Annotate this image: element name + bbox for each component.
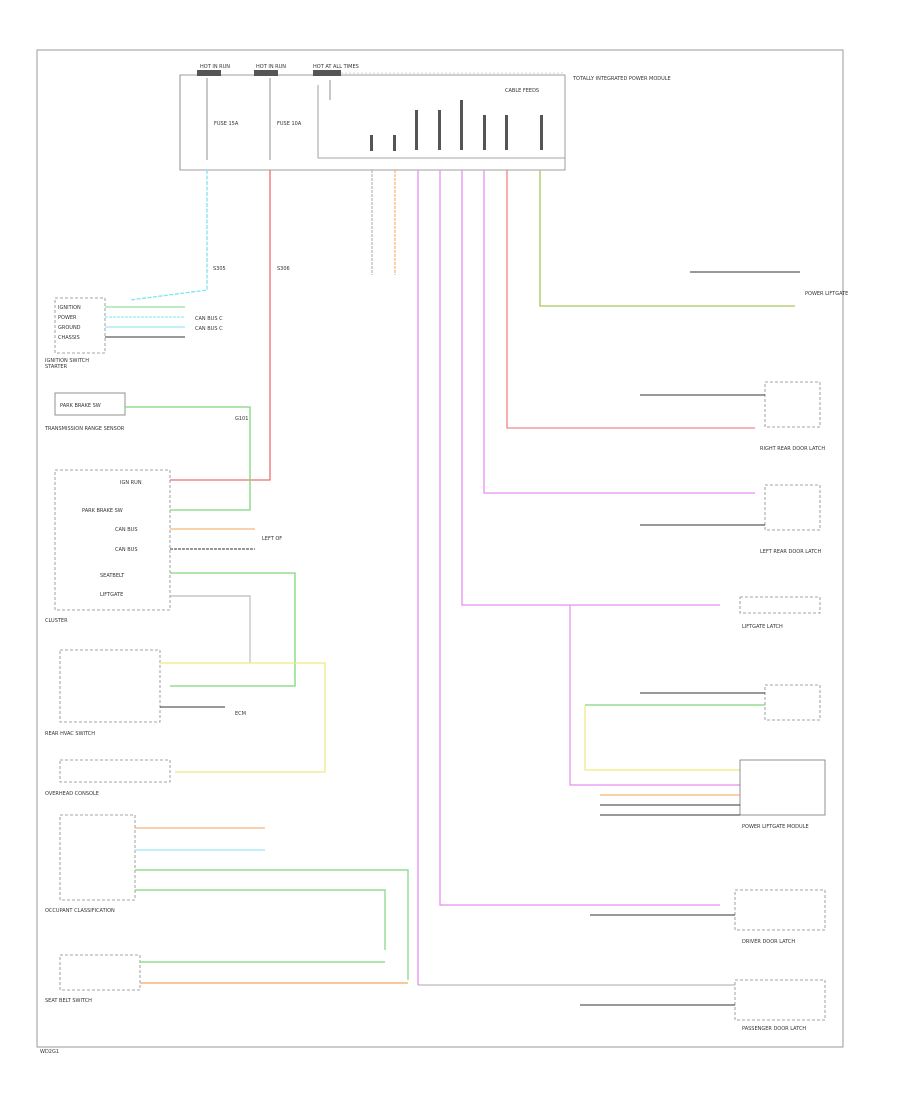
liftgate-module-wires xyxy=(600,794,740,816)
passenger-door-latch-box xyxy=(734,979,826,1021)
ignition-switch-sub: STARTER xyxy=(45,364,68,370)
seatbelt-wires xyxy=(140,961,408,984)
ign-pin-3: GROUND xyxy=(58,325,81,331)
can-conn-1: CAN BUS C xyxy=(195,316,223,322)
overhead-console-label: OVERHEAD CONSOLE xyxy=(45,791,99,797)
cluster-pin-6: LIFTGATE xyxy=(100,592,123,598)
wire-olive xyxy=(539,170,795,307)
cluster-pin-1: IGN RUN xyxy=(120,480,142,486)
wire-cyan-ign xyxy=(129,170,208,301)
cable-feed-label: CABLE FEEDS xyxy=(505,88,539,94)
cluster-pin-5: SEATBELT xyxy=(100,573,125,579)
fuse-a-label: HOT IN RUN xyxy=(200,64,230,70)
tipm-label: TOTALLY INTEGRATED POWER MODULE xyxy=(572,76,671,82)
left-rear-latch-label: LEFT REAR DOOR LATCH xyxy=(760,549,821,555)
park-brake-switch-box xyxy=(54,392,126,416)
fuse-c-label: HOT AT ALL TIMES xyxy=(313,64,359,70)
occupant-module-box xyxy=(59,814,136,901)
driver-door-latch-box xyxy=(734,889,826,931)
power-liftgate-box xyxy=(764,684,821,721)
liftgate-latch-label: LIFTGATE LATCH xyxy=(742,624,783,630)
left-rear-latch-box xyxy=(764,484,821,531)
tipm-pin-labels xyxy=(370,100,543,151)
ign-pin-1: IGNITION xyxy=(58,305,81,311)
fuse-b-label: HOT IN RUN xyxy=(256,64,286,70)
seatbelt-switch-label: SEAT BELT SWITCH xyxy=(45,998,92,1004)
driver-door-latch-label: DRIVER DOOR LATCH xyxy=(742,939,795,945)
cluster-box xyxy=(54,469,171,611)
fuse-2-label: FUSE 10A xyxy=(277,121,302,127)
diagram-frame xyxy=(36,49,844,1048)
rear-hvac-ground: ECM xyxy=(235,711,246,717)
power-liftgate-label: POWER LIFTGATE xyxy=(805,291,848,297)
ignition-switch-label: IGNITION SWITCH xyxy=(45,358,89,364)
passenger-door-latch-label: PASSENGER DOOR LATCH xyxy=(742,1026,806,1032)
power-liftgate-module-label: POWER LIFTGATE MODULE xyxy=(742,824,809,830)
cluster-pin-2: PARK BRAKE SW xyxy=(82,508,123,514)
splice-1: S305 xyxy=(213,266,226,272)
right-rear-latch-label: RIGHT REAR DOOR LATCH xyxy=(760,446,825,452)
park-brake-switch-label: PARK BRAKE SW xyxy=(60,403,101,409)
cluster-wires xyxy=(170,528,296,687)
occupant-module-label: OCCUPANT CLASSIFICATION xyxy=(45,908,115,914)
rear-hvac-label: REAR HVAC SWITCH xyxy=(45,731,95,737)
cluster-pin-3: CAN BUS xyxy=(115,527,138,533)
ignition-switch-wires xyxy=(105,306,185,338)
wire-red-rear xyxy=(506,170,755,429)
cluster-label: CLUSTER xyxy=(45,618,68,624)
right-rear-latch-box xyxy=(764,381,821,428)
wire-pink-liftgate xyxy=(569,605,740,786)
occupant-wires xyxy=(135,827,409,980)
ign-pin-2: POWER xyxy=(58,315,77,321)
wire-red-ign xyxy=(170,170,271,481)
cluster-pin-4: CAN BUS xyxy=(115,547,138,553)
power-liftgate-module-box xyxy=(739,759,826,816)
rear-hvac-box xyxy=(59,649,161,723)
liftgate-latch-box xyxy=(739,596,821,614)
cluster-conn-label: LEFT OF xyxy=(262,536,282,542)
fuse-1-label: FUSE 15A xyxy=(214,121,239,127)
can-conn-2: CAN BUS C xyxy=(195,326,223,332)
wire-pink-4 xyxy=(483,170,755,494)
splice-2: S306 xyxy=(277,266,290,272)
wire-pink-3 xyxy=(461,170,720,606)
park-brake-desc: TRANSMISSION RANGE SENSOR xyxy=(44,426,125,432)
pb-splice-label: G101 xyxy=(235,416,248,422)
overhead-console-box xyxy=(59,759,171,783)
ignition-switch-box xyxy=(54,297,106,354)
wire-yellow-liftgate xyxy=(584,705,740,771)
ign-pin-4: CHASSIS xyxy=(58,335,80,341)
wire-yellow-rear xyxy=(160,662,326,773)
diagram-footer: WD2G1 xyxy=(40,1049,59,1055)
wire-green-pb xyxy=(125,406,251,511)
wire-pink-2 xyxy=(439,170,720,906)
seatbelt-switch-box xyxy=(59,954,141,991)
